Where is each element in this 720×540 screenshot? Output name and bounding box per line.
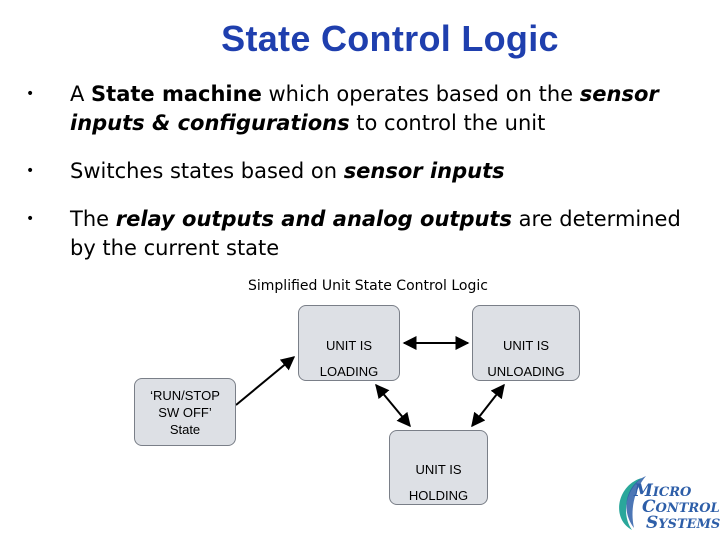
arrow-unloading-holding: [471, 383, 505, 428]
bullet-text: A: [70, 82, 92, 106]
state-label: UNLOADING: [487, 364, 565, 379]
state-unloading: UNIT IS UNLOADING: [472, 305, 580, 381]
state-holding: UNIT IS HOLDING: [389, 430, 488, 505]
logo-text: MICRO: [634, 481, 692, 501]
bullet-text: Switches states based on: [70, 159, 344, 183]
state-label: ‘RUN/STOP: [150, 388, 220, 403]
logo-text: CONTROL: [642, 497, 720, 517]
state-loading: UNIT IS LOADING: [298, 305, 400, 381]
bullet-dot: •: [26, 211, 35, 227]
bullet-text: which operates based on the: [261, 82, 580, 106]
bullet-dot: •: [26, 86, 35, 102]
arrow-loading-holding: [375, 383, 411, 428]
state-label: UNIT IS: [503, 338, 549, 353]
bullet-list: • A State machine which operates based o…: [26, 80, 706, 263]
micro-control-systems-logo: MICRO CONTROL SYSTEMS: [612, 470, 720, 536]
bullet-text: to control the unit: [349, 111, 546, 135]
bullet-dot: •: [26, 163, 35, 179]
state-label: UNIT IS: [326, 338, 372, 353]
arrow-runstop-to-loading: [235, 356, 296, 406]
bullet-emphasis-text: sensor inputs: [343, 159, 505, 183]
state-label: State: [169, 422, 201, 437]
bullet-bold-text: State machine: [91, 82, 262, 106]
state-run-stop-sw-off: ‘RUN/STOP SW OFF’ State: [134, 378, 236, 446]
logo-text: SYSTEMS: [646, 513, 720, 533]
slide-title: State Control Logic: [221, 18, 559, 59]
logo-swoosh-icon: [619, 476, 646, 530]
bullet-item: • The relay outputs and analog outputs a…: [26, 205, 706, 263]
state-label: SW OFF’: [158, 405, 212, 420]
bullet-emphasis-text: sensor inputs & configurations: [70, 82, 659, 135]
bullet-text: The: [70, 207, 116, 231]
bullet-item: • Switches states based on sensor inputs: [26, 157, 706, 186]
bullet-text: are determined by the current state: [70, 207, 681, 260]
state-label: UNIT IS: [415, 462, 462, 477]
diagram-caption: Simplified Unit State Control Logic: [248, 278, 488, 294]
bullet-emphasis-text: relay outputs and analog outputs: [115, 207, 512, 231]
bullet-item: • A State machine which operates based o…: [26, 80, 706, 138]
state-label: HOLDING: [408, 488, 469, 503]
state-label: LOADING: [319, 364, 379, 379]
